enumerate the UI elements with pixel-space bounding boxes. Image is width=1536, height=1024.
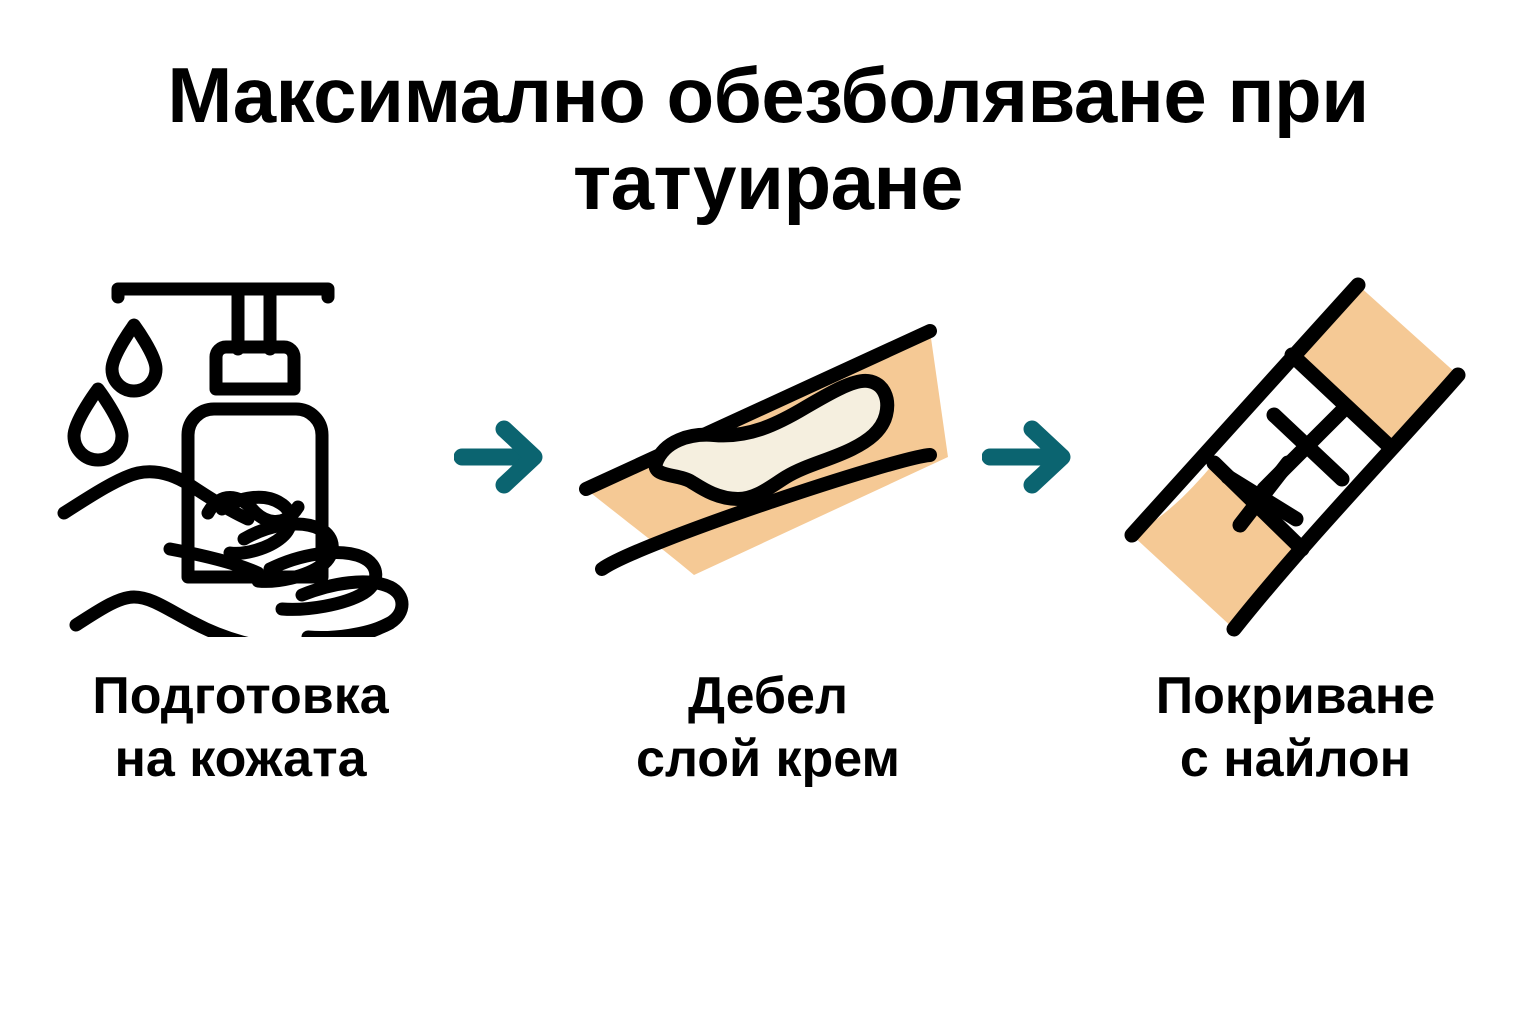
title-block: Максимално обезболяване при татуиране (78, 51, 1458, 227)
hand-lower-contour (69, 590, 396, 637)
hand-with-soap-dispenser-icon (48, 267, 433, 647)
arrow-2 (962, 267, 1102, 647)
forearm-top-edge (579, 323, 937, 496)
step-1-caption: Подготовка на кожата (92, 666, 389, 789)
forearm-bottom-edge (595, 447, 937, 576)
skin-patch-upper (1291, 284, 1458, 445)
finger-1 (215, 490, 297, 560)
finger-3 (263, 545, 382, 616)
cream-blob (648, 373, 895, 506)
step-3: Покриване с найлон (1103, 267, 1488, 792)
hand-with-soap-dispenser-svg (57, 282, 408, 637)
arm-with-cream-svg (579, 323, 948, 576)
dispenser-collar (209, 340, 300, 396)
arrow-head (495, 420, 543, 494)
palm-crease (163, 542, 264, 580)
dispenser-body (181, 402, 328, 584)
step-1: Подготовка на кожата (48, 267, 433, 792)
arrow-1 (434, 267, 574, 647)
page-title: Максимално обезболяване при татуиране (167, 51, 1369, 227)
steps-row: Подготовка на кожата (48, 267, 1488, 792)
arm-with-wrap-svg (1124, 277, 1465, 637)
water-drop-lower (67, 382, 128, 467)
step-2: Дебел слой крем (576, 267, 961, 792)
wrap-band-upper-edge (1284, 347, 1395, 453)
arrow-head (1023, 420, 1071, 494)
step-2-caption: Дебел слой крем (636, 666, 900, 789)
water-drop-upper (105, 318, 162, 398)
x-mark-2-stroke-b (1232, 455, 1295, 533)
finger-2 (237, 517, 339, 588)
arm-edge-left (1124, 277, 1365, 543)
arm-with-thick-cream-layer-icon (576, 267, 961, 647)
arm-edge-right (1226, 367, 1465, 637)
arrow-right-icon (981, 420, 1071, 494)
arm-wrapped-in-plastic-film-icon (1103, 267, 1488, 647)
pump-handle-left (111, 282, 242, 304)
step-3-caption: Покриване с найлон (1155, 666, 1436, 789)
pump-handle-right (229, 282, 334, 304)
arrow-right-icon (454, 420, 543, 494)
